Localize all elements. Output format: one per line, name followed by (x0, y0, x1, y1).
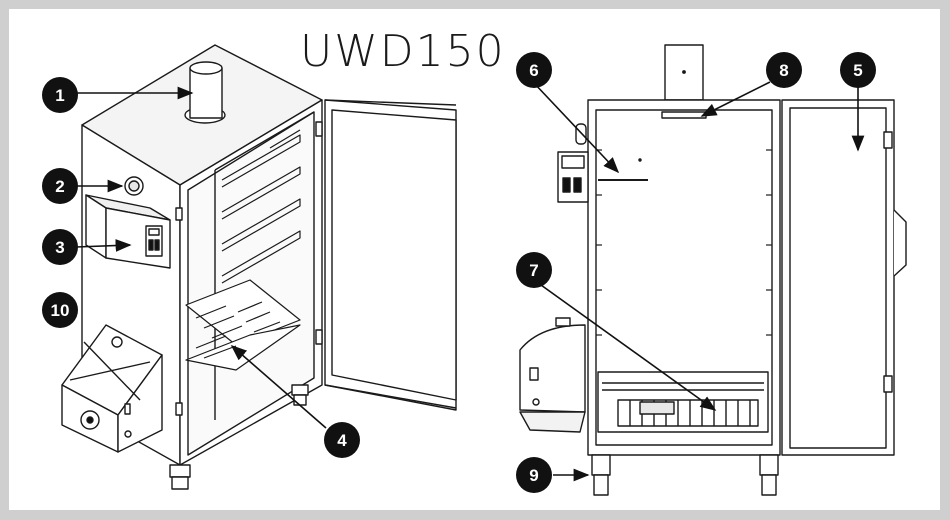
svg-text:1: 1 (55, 86, 64, 105)
rack-rails (221, 129, 301, 284)
svg-text:5: 5 (853, 61, 862, 80)
svg-text:10: 10 (51, 301, 70, 320)
callout-5: 5 (840, 52, 876, 88)
callout-3: 3 (42, 229, 78, 265)
smoke-generator-side (519, 317, 586, 433)
controller-box (85, 194, 171, 269)
svg-text:6: 6 (529, 61, 538, 80)
callout-2: 2 (42, 168, 78, 204)
model-title: UWD150 (300, 26, 506, 77)
svg-text:9: 9 (529, 466, 538, 485)
callout-4: 4 (324, 422, 360, 458)
callout-10: 10 (42, 292, 78, 328)
open-door-left (324, 99, 457, 411)
callout-9: 9 (516, 457, 552, 493)
callout-1: 1 (42, 77, 78, 113)
callout-6: 6 (516, 52, 552, 88)
svg-text:8: 8 (779, 61, 788, 80)
callout-8: 8 (766, 52, 802, 88)
open-door-right (781, 99, 907, 456)
heating-element (597, 371, 769, 433)
callout-7: 7 (516, 252, 552, 288)
callout-arrows (75, 81, 865, 482)
smoker-front-view (519, 44, 907, 496)
svg-text:7: 7 (529, 261, 538, 280)
smoke-generator (61, 324, 163, 453)
svg-text:3: 3 (55, 238, 64, 257)
feet (169, 384, 309, 490)
svg-text:4: 4 (337, 431, 347, 450)
chimney (184, 61, 226, 124)
smoker-3d-view (61, 44, 457, 490)
svg-text:2: 2 (55, 177, 64, 196)
